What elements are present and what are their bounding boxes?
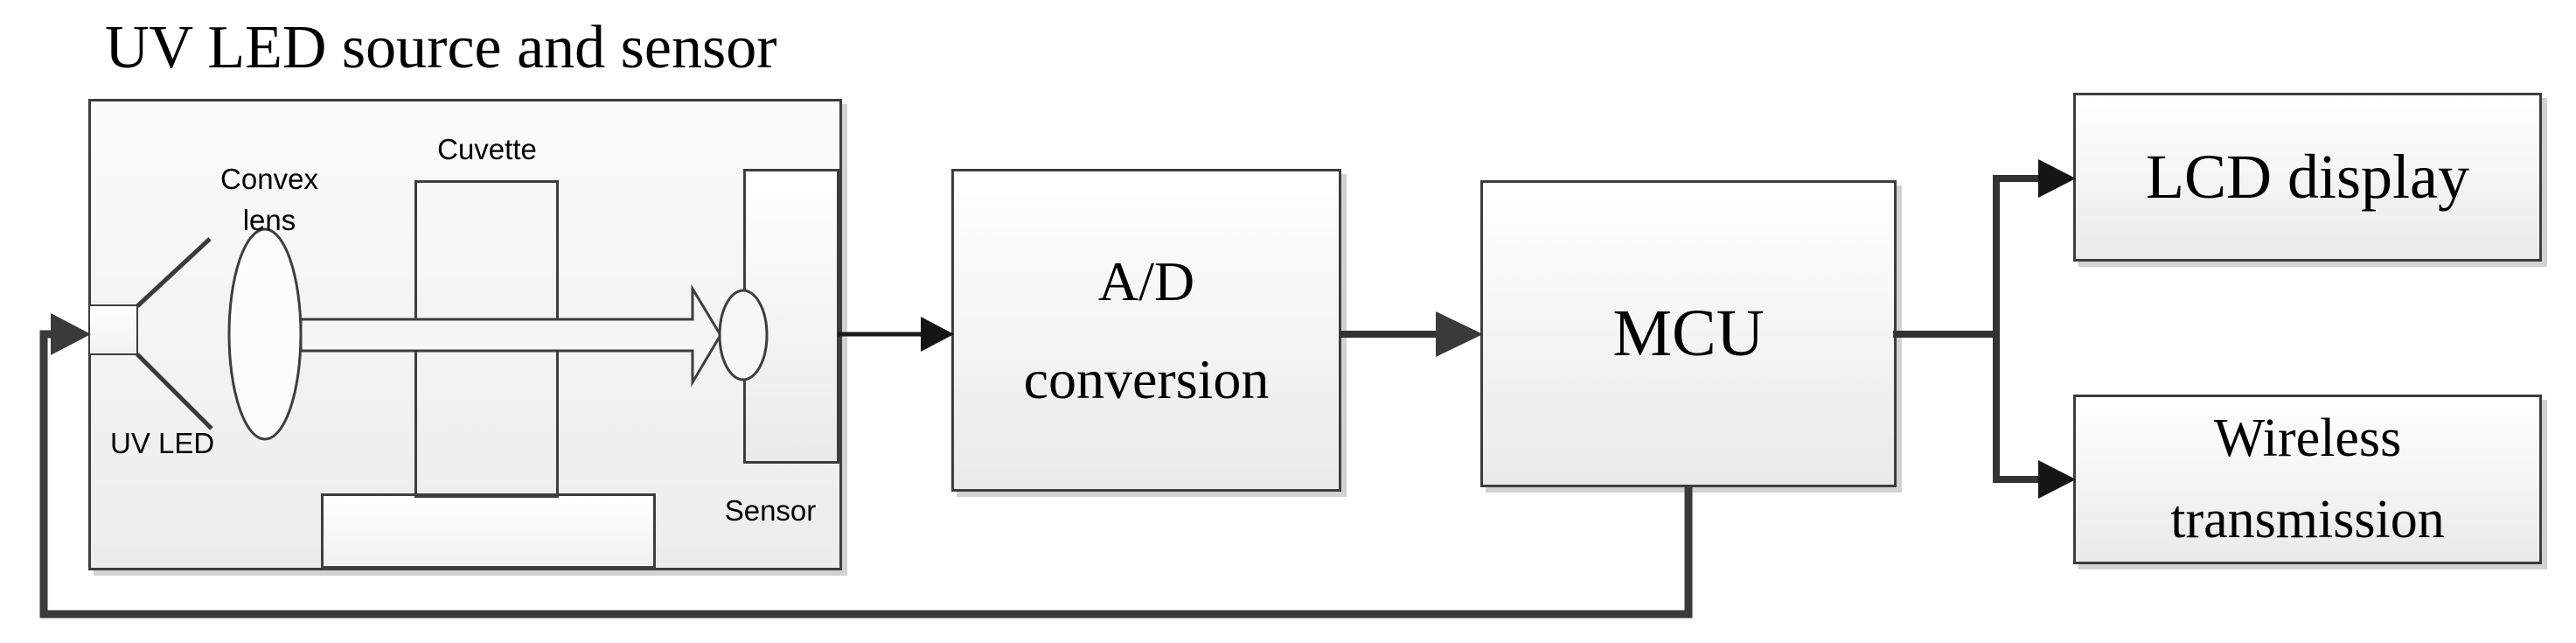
cuvette-label: Cuvette xyxy=(437,133,537,165)
convex-lens-label-line1: Convex xyxy=(220,163,318,195)
arrowhead-into-wireless xyxy=(2038,460,2076,499)
ad-conversion-label-line2: conversion xyxy=(1023,347,1270,410)
mcu-block: MCU xyxy=(1480,180,1897,487)
sensor-label: Sensor xyxy=(724,494,817,527)
uv-led-shape xyxy=(88,304,138,355)
arrowhead-feedback-into-source xyxy=(51,313,91,355)
cuvette-platform xyxy=(321,493,656,569)
convex-lens-label: Convex lens xyxy=(204,158,335,241)
mcu-label: MCU xyxy=(1612,297,1765,370)
ad-conversion-label-line1: A/D xyxy=(1097,249,1195,312)
convex-lens-label-line2: lens xyxy=(242,204,296,236)
uv-led-label: UV LED xyxy=(110,427,215,459)
arrowhead-into-lcd xyxy=(2038,159,2076,198)
wireless-transmission-block: Wireless transmission xyxy=(2073,395,2542,564)
wireless-label-line2: transmission xyxy=(2170,490,2445,549)
wireless-label-line1: Wireless xyxy=(2213,409,2402,468)
cuvette-shape xyxy=(414,180,559,498)
lcd-display-label: LCD display xyxy=(2146,142,2469,212)
lcd-display-block: LCD display xyxy=(2073,93,2542,262)
arrowhead-into-ad xyxy=(921,317,954,352)
page-title: UV LED source and sensor xyxy=(105,14,777,81)
ad-conversion-block: A/D conversion xyxy=(951,169,1341,492)
sensor-shape xyxy=(743,169,839,464)
arrowhead-into-mcu xyxy=(1436,311,1483,357)
